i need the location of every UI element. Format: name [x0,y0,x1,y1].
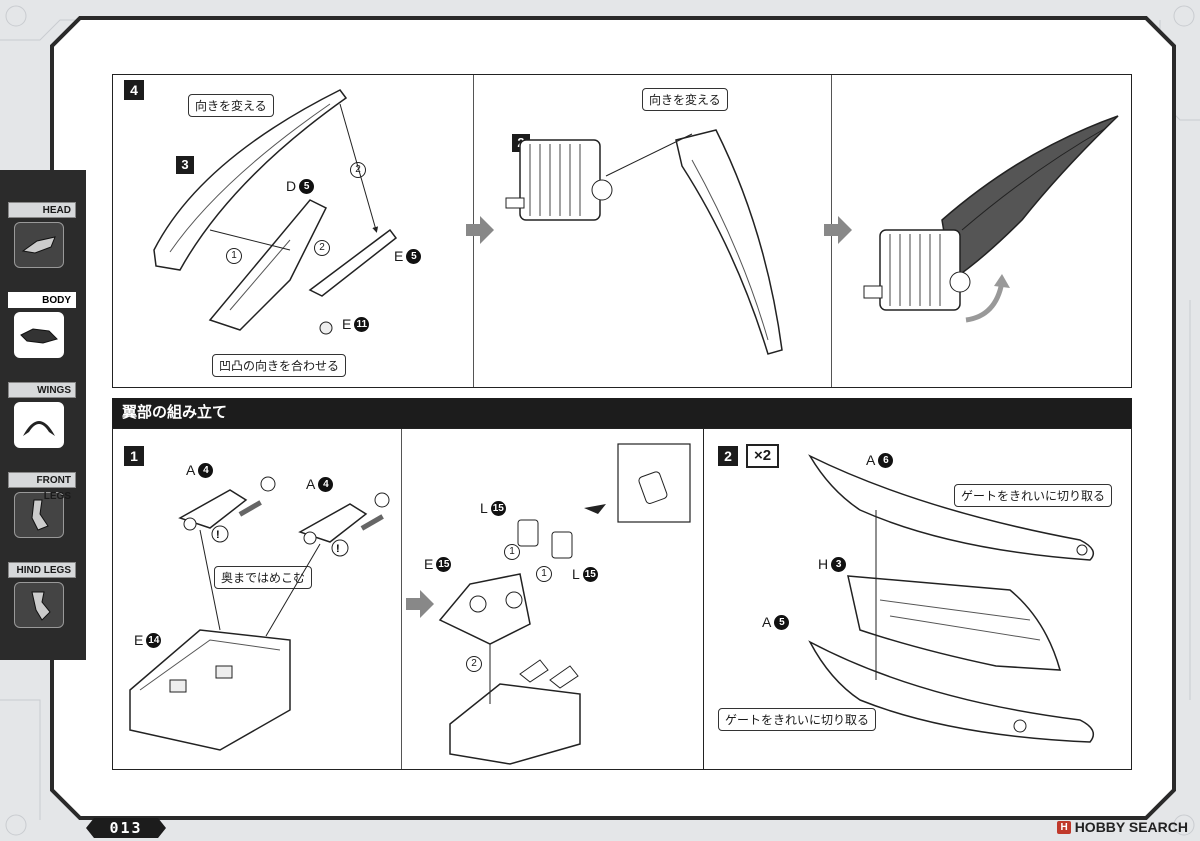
wings-icon [14,402,64,448]
front-legs-icon [14,492,64,538]
order-marker: 1 [504,544,520,560]
part-number: 15 [582,566,598,582]
part-letter: A [306,476,316,492]
watermark-text: HOBBY SEARCH [1074,819,1188,835]
tab-body[interactable]: BODY [8,292,76,358]
order-marker: 2 [350,162,366,178]
tab-wings[interactable]: WINGS [8,382,76,448]
part-letter: A [762,614,772,630]
part-letter: D [286,178,297,194]
callout-rotate-2: 向きを変える [642,88,728,111]
tab-label: FRONT LEGS [8,472,76,502]
section-title: 翼部の組み立て [112,398,1132,428]
wing-blade-assembly-illustration [153,89,398,335]
svg-text:!: ! [336,543,340,555]
part-letter: L [480,500,488,516]
sidebar-tabs: HEAD BODY WINGS FRONT LEGS HIND LEGS [0,170,86,660]
callout-gate-top: ゲートをきれいに切り取る [954,484,1113,507]
tab-label: HEAD [8,202,76,218]
part-number: 15 [436,556,452,572]
substep-number: 3 [176,156,194,174]
tab-label: HIND LEGS [8,562,76,578]
hind-legs-icon [14,582,64,628]
step-number: 4 [124,80,144,100]
callout-rotate: 向きを変える [188,94,274,117]
part-number: 5 [406,248,422,264]
body-icon [14,312,64,358]
tab-label: WINGS [8,382,76,398]
part-letter: A [186,462,196,478]
step-number: 1 [124,446,144,466]
tab-front-legs[interactable]: FRONT LEGS [8,472,76,538]
completed-wing-blade-illustration [863,115,1119,323]
watermark-logo: H [1057,820,1071,834]
order-marker: 2 [466,656,482,672]
gear-and-joint-illustration [438,443,691,765]
flow-arrow [406,590,434,618]
tab-label: BODY [8,292,76,308]
tab-hind-legs[interactable]: HIND LEGS [8,562,76,628]
head-icon [14,222,64,268]
part-letter: H [818,556,829,572]
part-letter: E [424,556,434,572]
flow-arrow [824,216,852,244]
order-marker: 1 [226,248,242,264]
divider [401,429,402,769]
part-number: 11 [354,316,370,332]
part-number: 5 [774,614,790,630]
joint-and-blade-illustration [505,129,783,355]
order-marker: 2 [314,240,330,256]
page-number: 013 [86,818,166,838]
wing-base-illustration: ! ! [129,476,390,751]
flow-arrow [466,216,494,244]
part-letter: L [572,566,580,582]
order-marker: 1 [536,566,552,582]
multiplier-badge: ×2 [746,444,780,468]
part-number: 15 [490,500,506,516]
callout-align: 凹凸の向きを合わせる [212,354,347,377]
tab-head[interactable]: HEAD [8,202,76,268]
part-number: 5 [299,178,315,194]
part-letter: E [394,248,404,264]
part-number: 3 [831,556,847,572]
part-number: 6 [878,452,894,468]
callout-gate-bottom: ゲートをきれいに切り取る [718,708,877,731]
part-number: 4 [318,476,334,492]
wing-plates-illustration [808,454,1095,743]
part-letter: E [134,632,144,648]
part-letter: A [866,452,876,468]
watermark: H HOBBY SEARCH [1057,819,1188,835]
callout-push-in: 奥まではめこむ [214,566,313,589]
part-letter: E [342,316,352,332]
part-number: 14 [146,632,162,648]
divider [703,429,704,769]
svg-text:!: ! [216,529,220,541]
step-number: 2 [718,446,738,466]
part-number: 4 [198,462,214,478]
